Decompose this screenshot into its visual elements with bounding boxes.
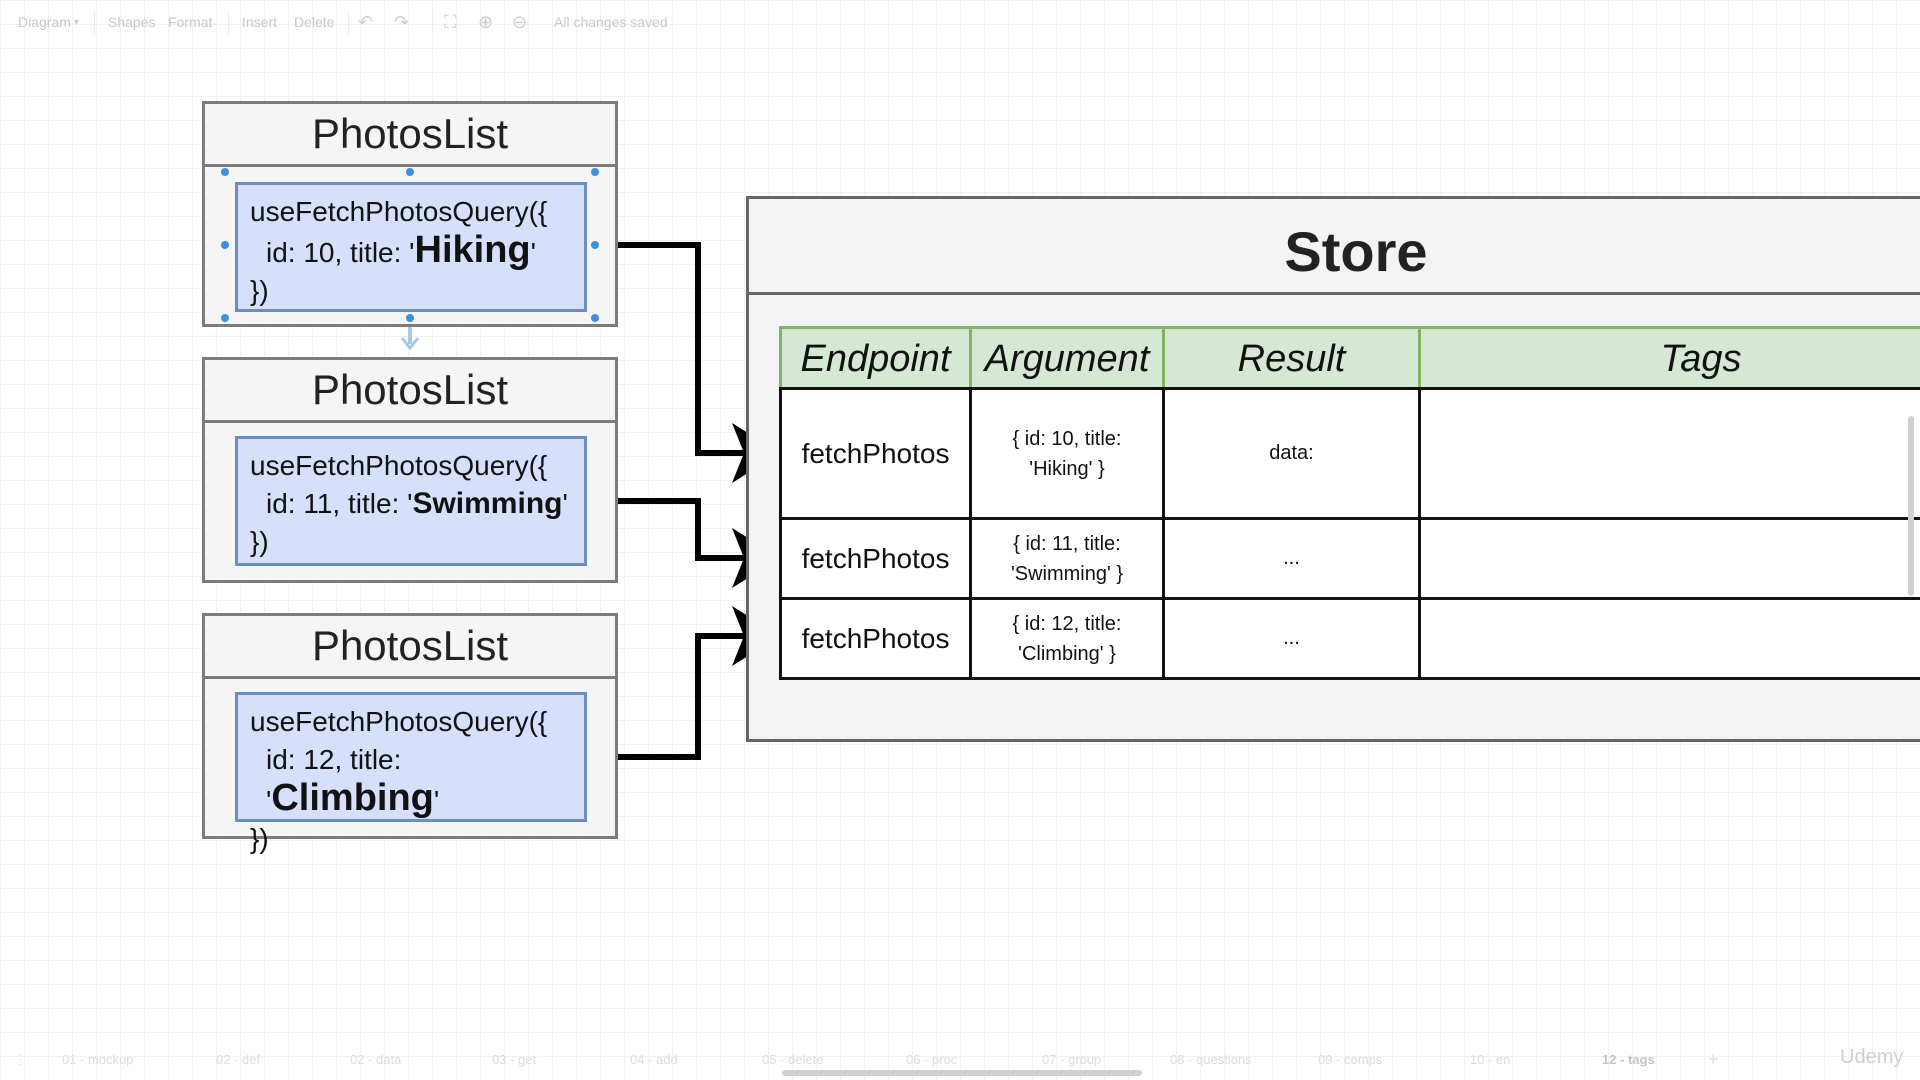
cell-result: ... [1165, 520, 1421, 597]
toolbar: Diagram ▾ Shapes Format Insert Delete ↶ … [0, 0, 1920, 44]
query-args: id: 11, title: 'Swimming' [266, 487, 568, 520]
chevron-down-icon: ▾ [74, 17, 80, 28]
row-divider [779, 387, 1920, 390]
toolbar-divider [432, 10, 433, 34]
query-title: Climbing [271, 777, 434, 819]
undo-icon[interactable]: ↶ [358, 12, 374, 32]
photos-list-title: PhotosList [205, 360, 615, 423]
cell-endpoint: fetchPhotos [779, 520, 972, 597]
zoom-in-icon[interactable]: ⊕ [478, 12, 494, 32]
store-container[interactable]: Store Endpoint Argument Result Tags fetc… [746, 196, 1920, 742]
page-tabs: ⋮ 01 - mockup 02 - def 02 - data 03 - ge… [0, 1049, 1920, 1072]
insert-button[interactable]: Insert [242, 14, 278, 30]
page-tab[interactable]: 07 - group [1042, 1052, 1102, 1067]
query-closing: }) [250, 823, 269, 854]
format-button[interactable]: Format [168, 14, 213, 30]
header-argument: Argument [972, 326, 1165, 390]
redo-icon[interactable]: ↷ [394, 12, 410, 32]
resize-handle[interactable] [406, 314, 414, 322]
cell-argument: { id: 10, title:'Hiking' } [972, 390, 1165, 517]
resize-handle[interactable] [591, 314, 599, 322]
page-tab[interactable]: 09 - comps [1318, 1052, 1383, 1067]
cell-endpoint: fetchPhotos [779, 600, 972, 677]
row-divider [779, 517, 1920, 520]
zoom-out-icon[interactable]: ⊖ [512, 12, 528, 32]
cell-argument: { id: 11, title:'Swimming' } [972, 520, 1165, 597]
photos-list-box[interactable]: PhotosList useFetchPhotosQuery({ id: 10,… [202, 101, 618, 327]
cell-tags [1421, 520, 1920, 597]
resize-handle[interactable] [221, 314, 229, 322]
delete-button[interactable]: Delete [294, 14, 335, 30]
store-title: Store [749, 199, 1920, 295]
page-tab[interactable]: 02 - data [350, 1052, 402, 1067]
header-tags: Tags [1421, 326, 1920, 390]
save-status: All changes saved [554, 14, 668, 30]
query-closing: }) [250, 526, 269, 557]
page-tab[interactable]: 04 - add [630, 1052, 678, 1067]
cell-endpoint: fetchPhotos [779, 390, 972, 517]
page-tab-active[interactable]: 12 - tags [1602, 1052, 1655, 1067]
photos-list-title: PhotosList [205, 616, 615, 679]
horizontal-scrollbar[interactable] [782, 1070, 1142, 1076]
query-title: Swimming [412, 487, 563, 520]
query-closing: }) [250, 275, 269, 306]
query-call: useFetchPhotosQuery({ [250, 706, 548, 737]
cell-argument: { id: 12, title:'Climbing' } [972, 600, 1165, 677]
page-tab[interactable]: 03 - get [492, 1052, 537, 1067]
photos-list-title: PhotosList [205, 104, 615, 167]
cell-result: data: [1165, 390, 1421, 517]
header-endpoint: Endpoint [779, 326, 972, 390]
resize-handle[interactable] [406, 168, 414, 176]
row-divider [779, 597, 1920, 600]
tabs-menu-icon[interactable]: ⋮ [14, 1052, 27, 1067]
resize-handle[interactable] [221, 168, 229, 176]
query-call: useFetchPhotosQuery({ [250, 196, 548, 227]
page-tab[interactable]: 05 - delete [762, 1052, 824, 1067]
vertical-scrollbar[interactable] [1908, 416, 1914, 596]
cell-tags [1421, 390, 1920, 517]
cell-tags [1421, 600, 1920, 677]
toolbar-divider [348, 10, 349, 34]
fullscreen-icon[interactable]: ⛶ [444, 12, 457, 32]
header-result: Result [1165, 326, 1421, 390]
row-divider [779, 677, 1920, 680]
resize-handle[interactable] [221, 241, 229, 249]
page-tab[interactable]: 06 - proc [906, 1052, 958, 1067]
photos-list-box[interactable]: PhotosList useFetchPhotosQuery({ id: 12,… [202, 613, 618, 854]
udemy-logo: Udemy [1840, 1046, 1904, 1068]
page-tab[interactable]: 10 - en [1470, 1052, 1511, 1067]
photos-list-box[interactable]: PhotosList useFetchPhotosQuery({ id: 11,… [202, 357, 618, 583]
query-args: id: 10, title: 'Hiking' [266, 229, 537, 271]
toolbar-divider [228, 10, 229, 34]
page-tab[interactable]: 02 - def [216, 1052, 261, 1067]
query-box-selected[interactable]: useFetchPhotosQuery({ id: 10, title: 'Hi… [235, 182, 587, 312]
resize-handle[interactable] [591, 241, 599, 249]
page-tab[interactable]: 08 - questions [1170, 1052, 1252, 1067]
query-call: useFetchPhotosQuery({ [250, 450, 548, 481]
cell-result: ... [1165, 600, 1421, 677]
query-args: id: 12, title: 'Climbing' [266, 744, 440, 819]
resize-handle[interactable] [591, 168, 599, 176]
page-tab[interactable]: 01 - mockup [62, 1052, 134, 1067]
diagram-menu[interactable]: Diagram [18, 14, 71, 30]
query-title: Hiking [414, 229, 531, 271]
shapes-button[interactable]: Shapes [108, 14, 156, 30]
query-box[interactable]: useFetchPhotosQuery({ id: 11, title: 'Sw… [235, 436, 587, 566]
query-box[interactable]: useFetchPhotosQuery({ id: 12, title: 'Cl… [235, 692, 587, 854]
toolbar-divider [94, 10, 95, 34]
add-page-icon[interactable]: + [1708, 1049, 1719, 1069]
